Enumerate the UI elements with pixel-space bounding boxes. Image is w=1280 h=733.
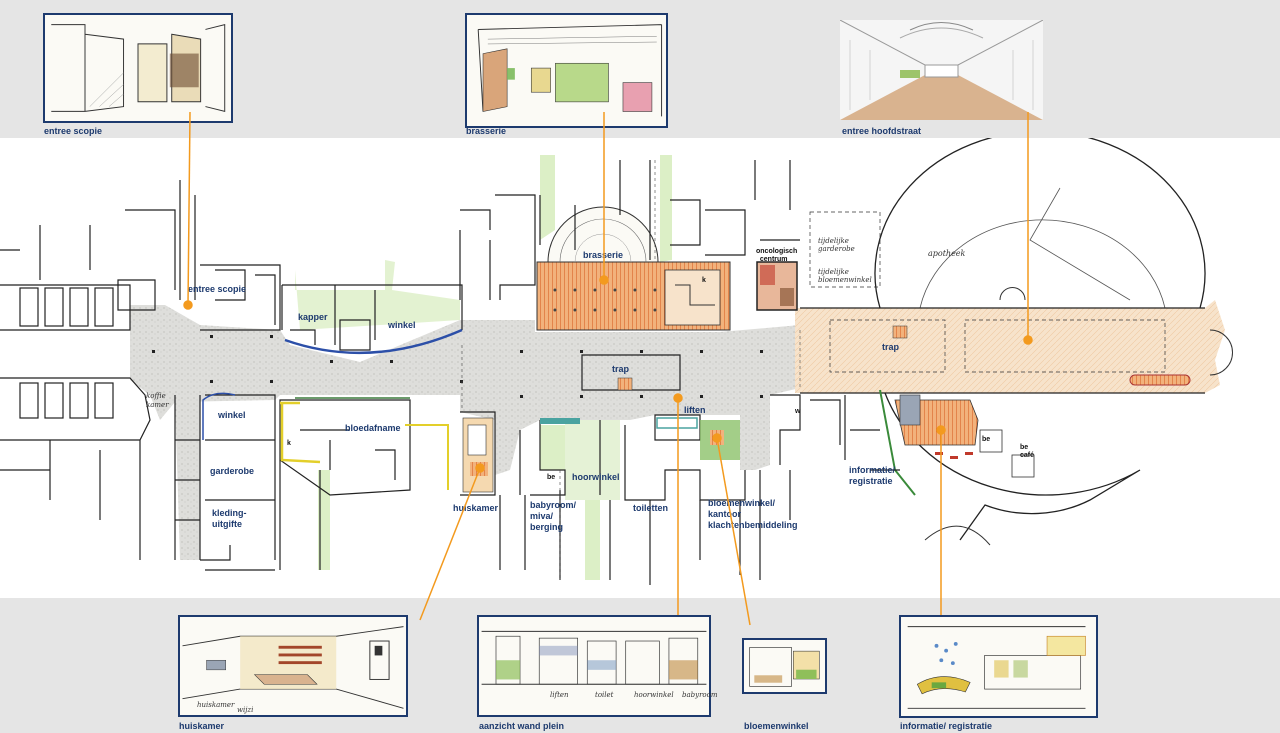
thumbnail-informatie-registratie[interactable] [899,615,1098,718]
label-huiskamer: huiskamer [453,503,499,513]
caption-brasserie: brasserie [466,126,507,136]
label-oncologisch: oncologisch centrum [756,248,798,263]
label-trap-right: trap [882,342,900,352]
label-w: w [795,408,801,415]
label-winkel-left: winkel [218,410,246,420]
label-brasserie: brasserie [583,250,624,260]
label-k1: k [702,277,706,284]
caption-bloemenwinkel: bloemenwinkel [744,721,809,731]
sketch-huiskamer-tag: huiskamer [197,701,235,709]
thumbnail-entree-scopie[interactable] [43,13,233,123]
caption-entree-scopie: entree scopie [44,126,103,136]
label-winkel-top: winkel [388,320,416,330]
label-toiletten: toiletten [633,503,668,513]
sketch-liften: liften [550,691,569,699]
thumbnail-bloemenwinkel[interactable] [742,638,827,694]
thumbnail-huiskamer[interactable] [178,615,408,717]
floor-plan [0,130,1280,598]
caption-aanzicht-wand-plein: aanzicht wand plein [479,721,565,731]
sketch-babyroom: babyroom [682,691,718,699]
label-be2: be [982,436,991,443]
sketch-wijzi: wijzi [237,706,254,714]
thumbnail-brasserie[interactable] [465,13,668,128]
label-kleding-uitgifte: kleding-uitgifte [212,508,247,529]
caption-entree-hoofdstraat: entree hoofdstraat [842,126,922,136]
label-be1: be [547,474,556,481]
label-kapper: kapper [298,312,328,322]
caption-huiskamer: huiskamer [179,721,225,731]
label-babyroom: babyroom/miva/berging [530,500,577,532]
label-informatie: informatie/registratie [849,465,896,486]
label-garderobe: garderobe [210,466,255,476]
caption-informatie-registratie: informatie/ registratie [900,721,993,731]
label-k2: k [287,440,291,447]
thumbnail-entree-hoofdstraat[interactable] [840,20,1043,120]
label-bloedafname: bloedafname [345,423,401,433]
thumbnail-aanzicht-wand-plein[interactable] [477,615,711,717]
label-entree-scopie: entree scopie [188,284,247,294]
label-apotheek: apotheek [928,249,966,258]
label-hoorwinkel: hoorwinkel [572,472,620,482]
label-trap-center: trap [612,364,630,374]
sketch-toilet: toilet [595,691,614,699]
sketch-hoorwinkel: hoorwinkel [634,691,674,699]
label-liften: liften [684,405,706,415]
